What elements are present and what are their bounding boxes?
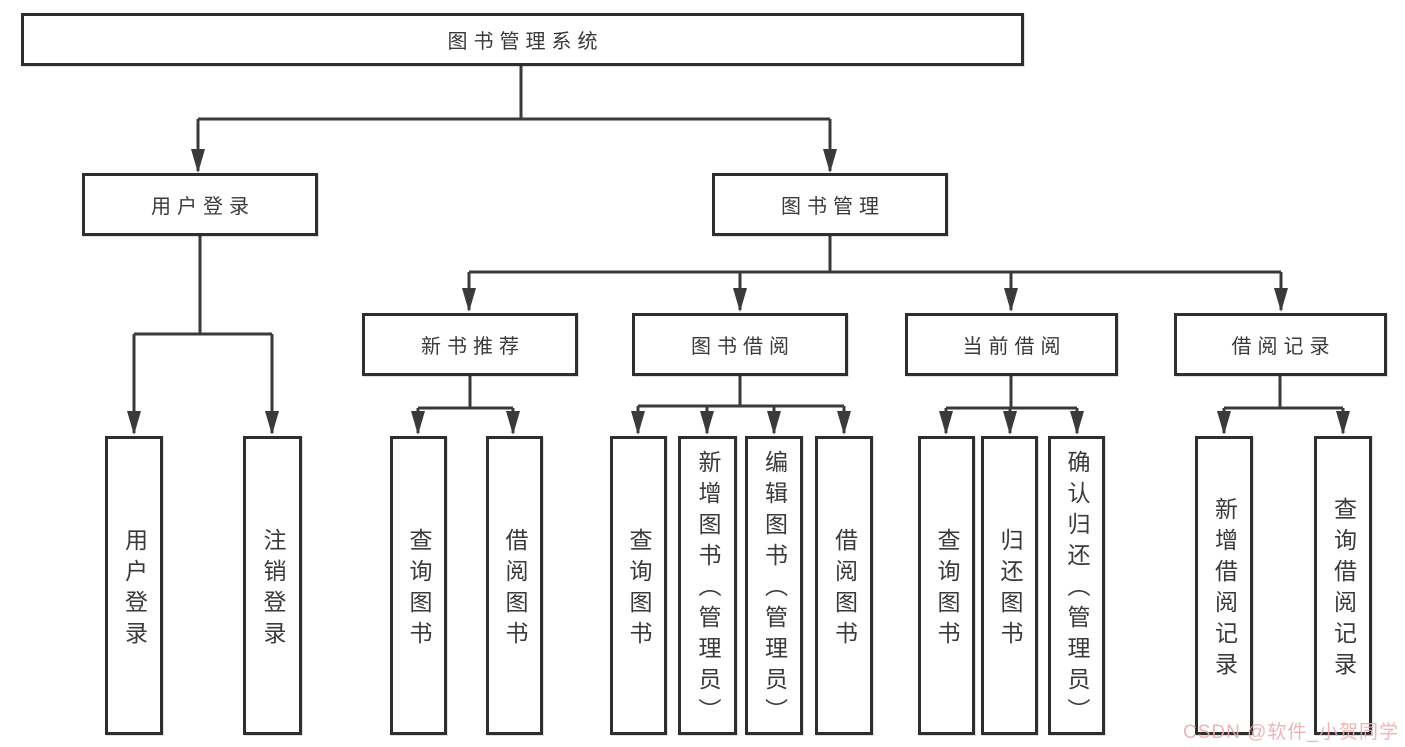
leaf-label: 查询图书 [406, 527, 432, 652]
leaf-label: 查询图书 [626, 527, 652, 652]
leaf-borrow-books: 借阅图书 [815, 436, 873, 735]
leaf-return-books: 归还图书 [981, 436, 1038, 735]
leaf-user-login: 用户登录 [105, 436, 163, 735]
leaf-label: 新增借阅记录 [1211, 496, 1238, 683]
leaf-label: 归还图书 [997, 527, 1023, 652]
leaf-borrow-books-recommend: 借阅图书 [486, 436, 543, 735]
leaf-label: 查询借阅记录 [1330, 496, 1357, 683]
leaf-confirm-return-admin: 确认归还（管理员） [1048, 436, 1105, 735]
leaf-query-books-borrow: 查询图书 [610, 436, 667, 735]
node-root: 图书管理系统 [21, 13, 1024, 66]
leaf-logout: 注销登录 [243, 436, 302, 735]
leaf-label: 新增图书（管理员） [695, 450, 721, 729]
leaf-label: 借阅图书 [502, 527, 528, 652]
node-new-book-recommendation: 新书推荐 [362, 313, 578, 376]
node-current-borrowing: 当前借阅 [905, 313, 1118, 376]
node-user-login: 用户登录 [82, 173, 318, 236]
node-book-borrowing: 图书借阅 [632, 313, 848, 376]
leaf-edit-books-admin: 编辑图书（管理员） [745, 436, 803, 735]
leaf-label: 查询图书 [934, 527, 960, 652]
leaf-label: 编辑图书（管理员） [761, 450, 788, 729]
leaf-query-books-recommend: 查询图书 [390, 436, 447, 735]
leaf-query-books-current: 查询图书 [918, 436, 975, 735]
leaf-label: 注销登录 [260, 527, 286, 652]
leaf-label: 借阅图书 [831, 527, 858, 652]
leaf-add-borrow-record: 新增借阅记录 [1195, 436, 1253, 735]
node-borrowing-records: 借阅记录 [1174, 313, 1387, 376]
leaf-label: 用户登录 [121, 527, 148, 652]
leaf-add-books-admin: 新增图书（管理员） [678, 436, 737, 735]
node-book-management: 图书管理 [712, 173, 948, 236]
leaf-label: 确认归还（管理员） [1064, 450, 1090, 729]
leaf-query-borrow-record: 查询借阅记录 [1314, 436, 1372, 735]
